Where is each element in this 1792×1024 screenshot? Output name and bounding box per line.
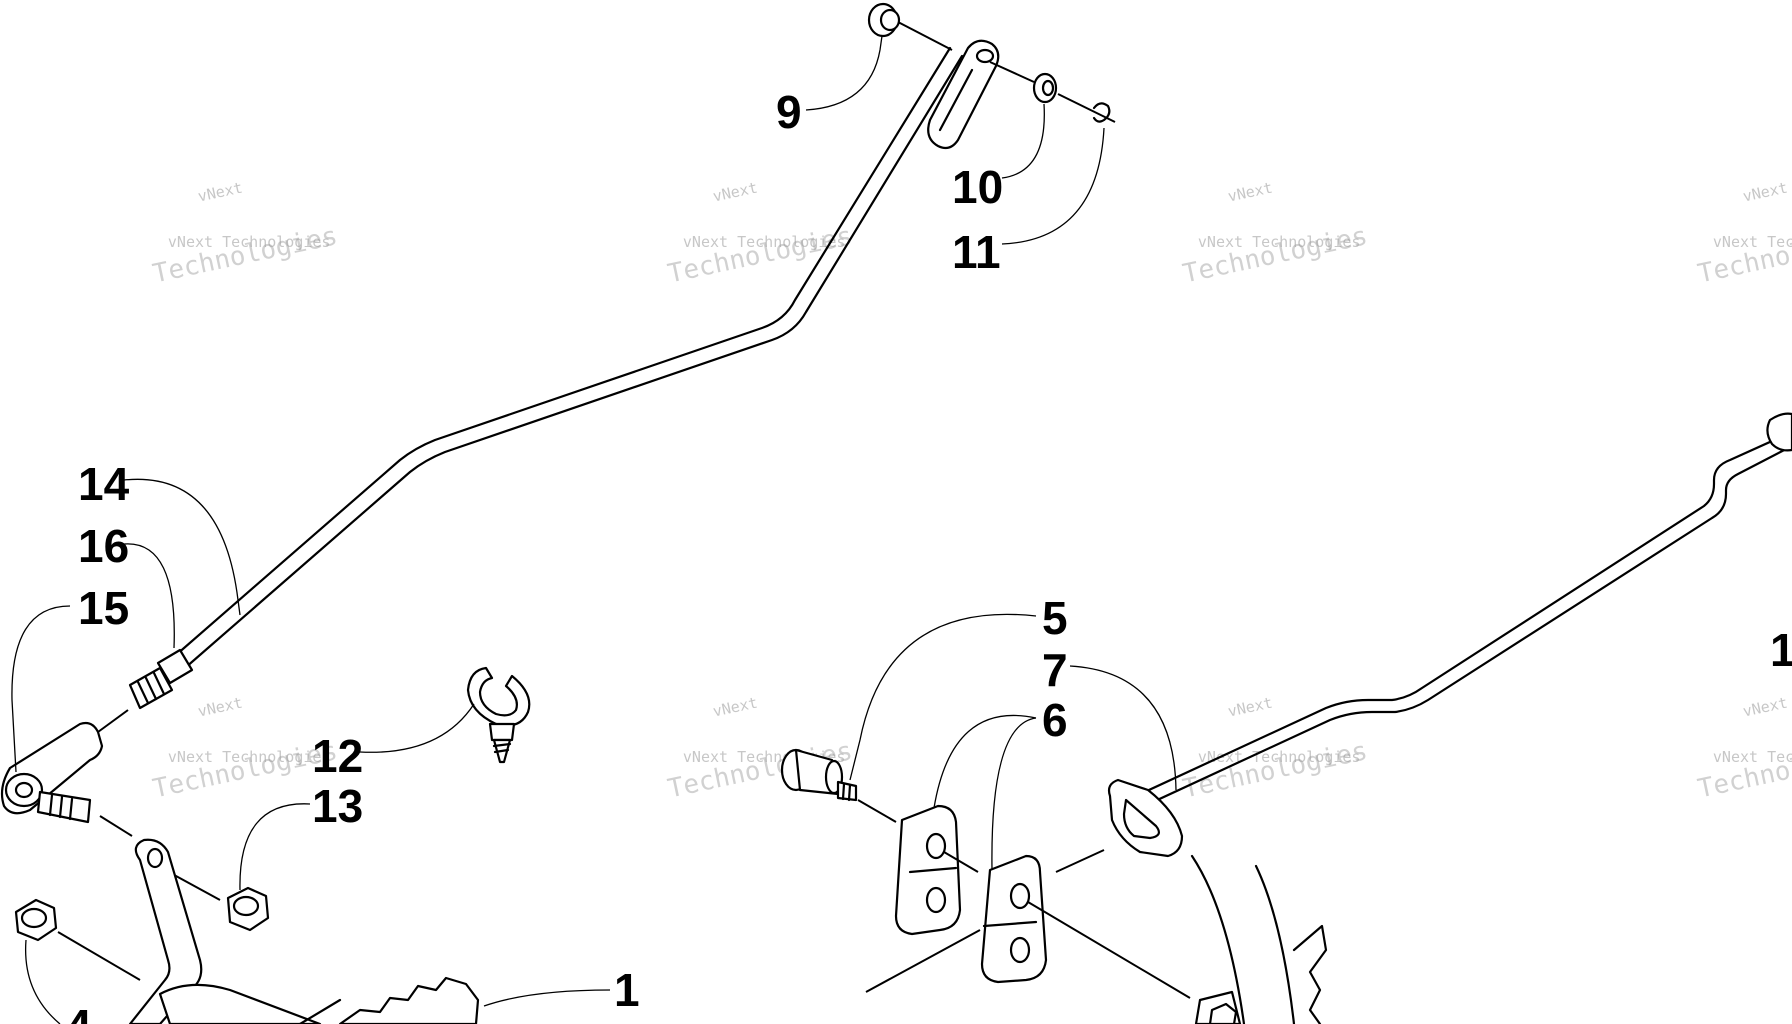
upper-linkage-rod [174,46,964,670]
leader-1 [483,989,611,1007]
callout-15: 15 [78,582,129,634]
nut-13 [226,886,270,932]
axis-line [57,931,141,981]
svg-text:Technologies: Technologies [1180,221,1370,289]
leader-10 [1001,103,1045,179]
leader-7 [1069,665,1177,791]
callout-14: 14 [78,458,130,510]
axis-line [989,61,1035,83]
bushing-9 [867,2,901,38]
leader-13 [239,803,311,891]
rod-end-right [1766,412,1792,452]
grommet-7 [1107,778,1184,858]
clip-11 [1092,102,1111,123]
svg-text:Technologies: Technologies [150,221,340,289]
watermark: vNext vNext Technologies Technologies [150,179,340,290]
axis-line [943,851,979,873]
axis-line [897,21,953,51]
svg-text:Technologies: Technologies [1695,221,1792,289]
bracket-plate-6b [980,854,1048,984]
axis-line [97,709,129,733]
callout-12: 12 [312,730,363,782]
leader-14 [123,478,241,616]
hose-clamp-12 [466,666,531,764]
axis-line [857,799,897,823]
svg-text:Technologies: Technologies [1695,736,1792,804]
leader-15 [11,605,71,773]
leader-9 [805,35,883,111]
leader-6a [933,714,1037,809]
svg-text:vNext Technologies: vNext Technologies [168,748,331,766]
frame-bracket [1190,854,1328,1024]
svg-text:vNext: vNext [711,694,759,721]
axis-line [99,815,133,837]
watermark: vNext vNext Technologies Technologies [150,694,340,805]
callout-1: 1 [614,964,640,1016]
callout-17: 1 [1770,624,1792,676]
watermark: vNext vNext Technologies Technologies [1180,694,1370,805]
shoulder-bolt-5 [780,748,858,802]
nut-4 [14,898,58,942]
watermark: vNext vNext Technologies Technologies [1180,179,1370,290]
callout-9: 9 [776,86,802,138]
callout-16: 16 [78,520,129,572]
svg-text:vNext: vNext [711,179,759,206]
svg-text:vNext: vNext [1741,179,1789,206]
washer-10 [1032,72,1058,104]
leader-5 [849,613,1037,781]
watermark: vNext vNext Technologies Technologies [1695,179,1792,290]
axis-line [1027,901,1191,999]
svg-text:vNext Technologies: vNext Technologies [1713,233,1792,251]
svg-text:vNext: vNext [1226,694,1274,721]
svg-text:vNext: vNext [196,179,244,206]
axis-line [865,929,981,993]
svg-text:vNext Technologies: vNext Technologies [168,233,331,251]
callout-4: 4 [66,1000,92,1024]
rod-threaded-end [128,648,194,710]
leader-12 [359,703,475,753]
svg-text:vNext: vNext [1741,694,1789,721]
leader-4 [24,939,61,1024]
watermark: vNext vNext Technologies Technologies [665,179,855,290]
svg-text:vNext: vNext [1226,179,1274,206]
leader-6b [991,717,1037,871]
svg-text:vNext Technologies: vNext Technologies [1198,233,1361,251]
rod-end-clevis [927,39,1000,150]
lower-linkage-rod [1134,430,1792,810]
callout-10: 10 [952,161,1003,213]
watermark: vNext vNext Technologies Technologies [1695,694,1792,805]
svg-text:vNext Technologies: vNext Technologies [1713,748,1792,766]
axis-line [1055,849,1105,873]
shift-lever-arm [128,838,322,1024]
callout-13: 13 [312,780,363,832]
callout-6: 6 [1042,694,1068,746]
callout-5: 5 [1042,592,1068,644]
leader-11 [1001,127,1105,245]
leader-16 [123,543,175,649]
svg-text:vNext: vNext [196,694,244,721]
callout-7: 7 [1042,644,1068,696]
pedal-1 [298,976,480,1024]
svg-text:vNext Technologies: vNext Technologies [683,233,846,251]
ball-joint-15 [0,721,104,824]
callout-11: 11 [952,226,1001,278]
bracket-plate-6a [894,804,962,936]
